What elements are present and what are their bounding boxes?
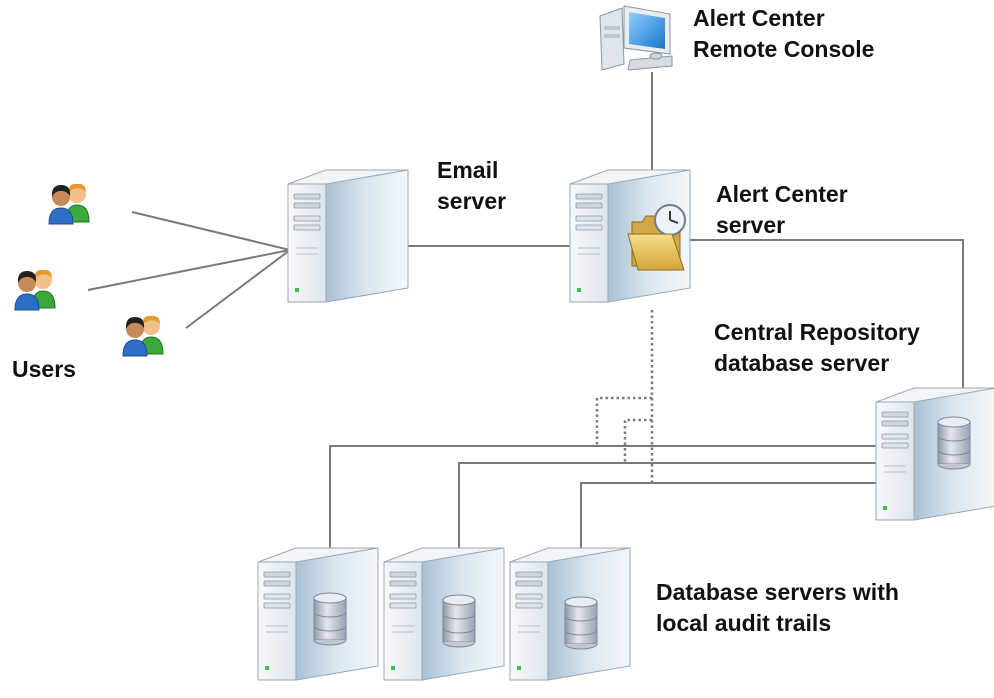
label-line: database server xyxy=(714,350,890,376)
label-central-repository: Central Repository database server xyxy=(714,317,920,379)
link-repo-db2 xyxy=(458,462,876,582)
label-users: Users xyxy=(12,356,76,382)
database-server-icon xyxy=(383,547,505,681)
label-alert-server: Alert Center server xyxy=(716,179,848,241)
label-line: Central Repository xyxy=(714,319,920,345)
user-pair-icon xyxy=(48,183,90,225)
label-database-servers: Database servers with local audit trails xyxy=(656,577,899,639)
label-line: local audit trails xyxy=(656,610,832,636)
link-user1-email xyxy=(131,211,291,251)
label-line: server xyxy=(437,188,507,214)
database-server-icon xyxy=(257,547,379,681)
label-line: Database servers with xyxy=(656,579,899,605)
label-line: Alert Center xyxy=(693,5,825,31)
user-pair-icon xyxy=(14,269,56,311)
user-pair-icon xyxy=(122,315,164,357)
server-folder-clock-icon xyxy=(569,169,691,303)
label-line: Alert Center xyxy=(716,181,848,207)
label-line: Email xyxy=(437,157,499,183)
label-remote-console: Alert Center Remote Console xyxy=(693,3,874,65)
desktop-computer-icon xyxy=(599,5,673,71)
link-user2-email xyxy=(87,249,291,291)
link-user3-email xyxy=(185,249,291,329)
dotted-links xyxy=(595,310,654,484)
link-repo-db1 xyxy=(329,445,876,580)
link-alert-repository xyxy=(690,239,964,405)
database-server-icon xyxy=(875,387,994,521)
label-line: server xyxy=(716,212,786,238)
server-tower-icon xyxy=(287,169,409,303)
database-server-icon xyxy=(509,547,631,681)
label-line: Remote Console xyxy=(693,36,875,62)
label-email-server: Email server xyxy=(437,155,506,217)
